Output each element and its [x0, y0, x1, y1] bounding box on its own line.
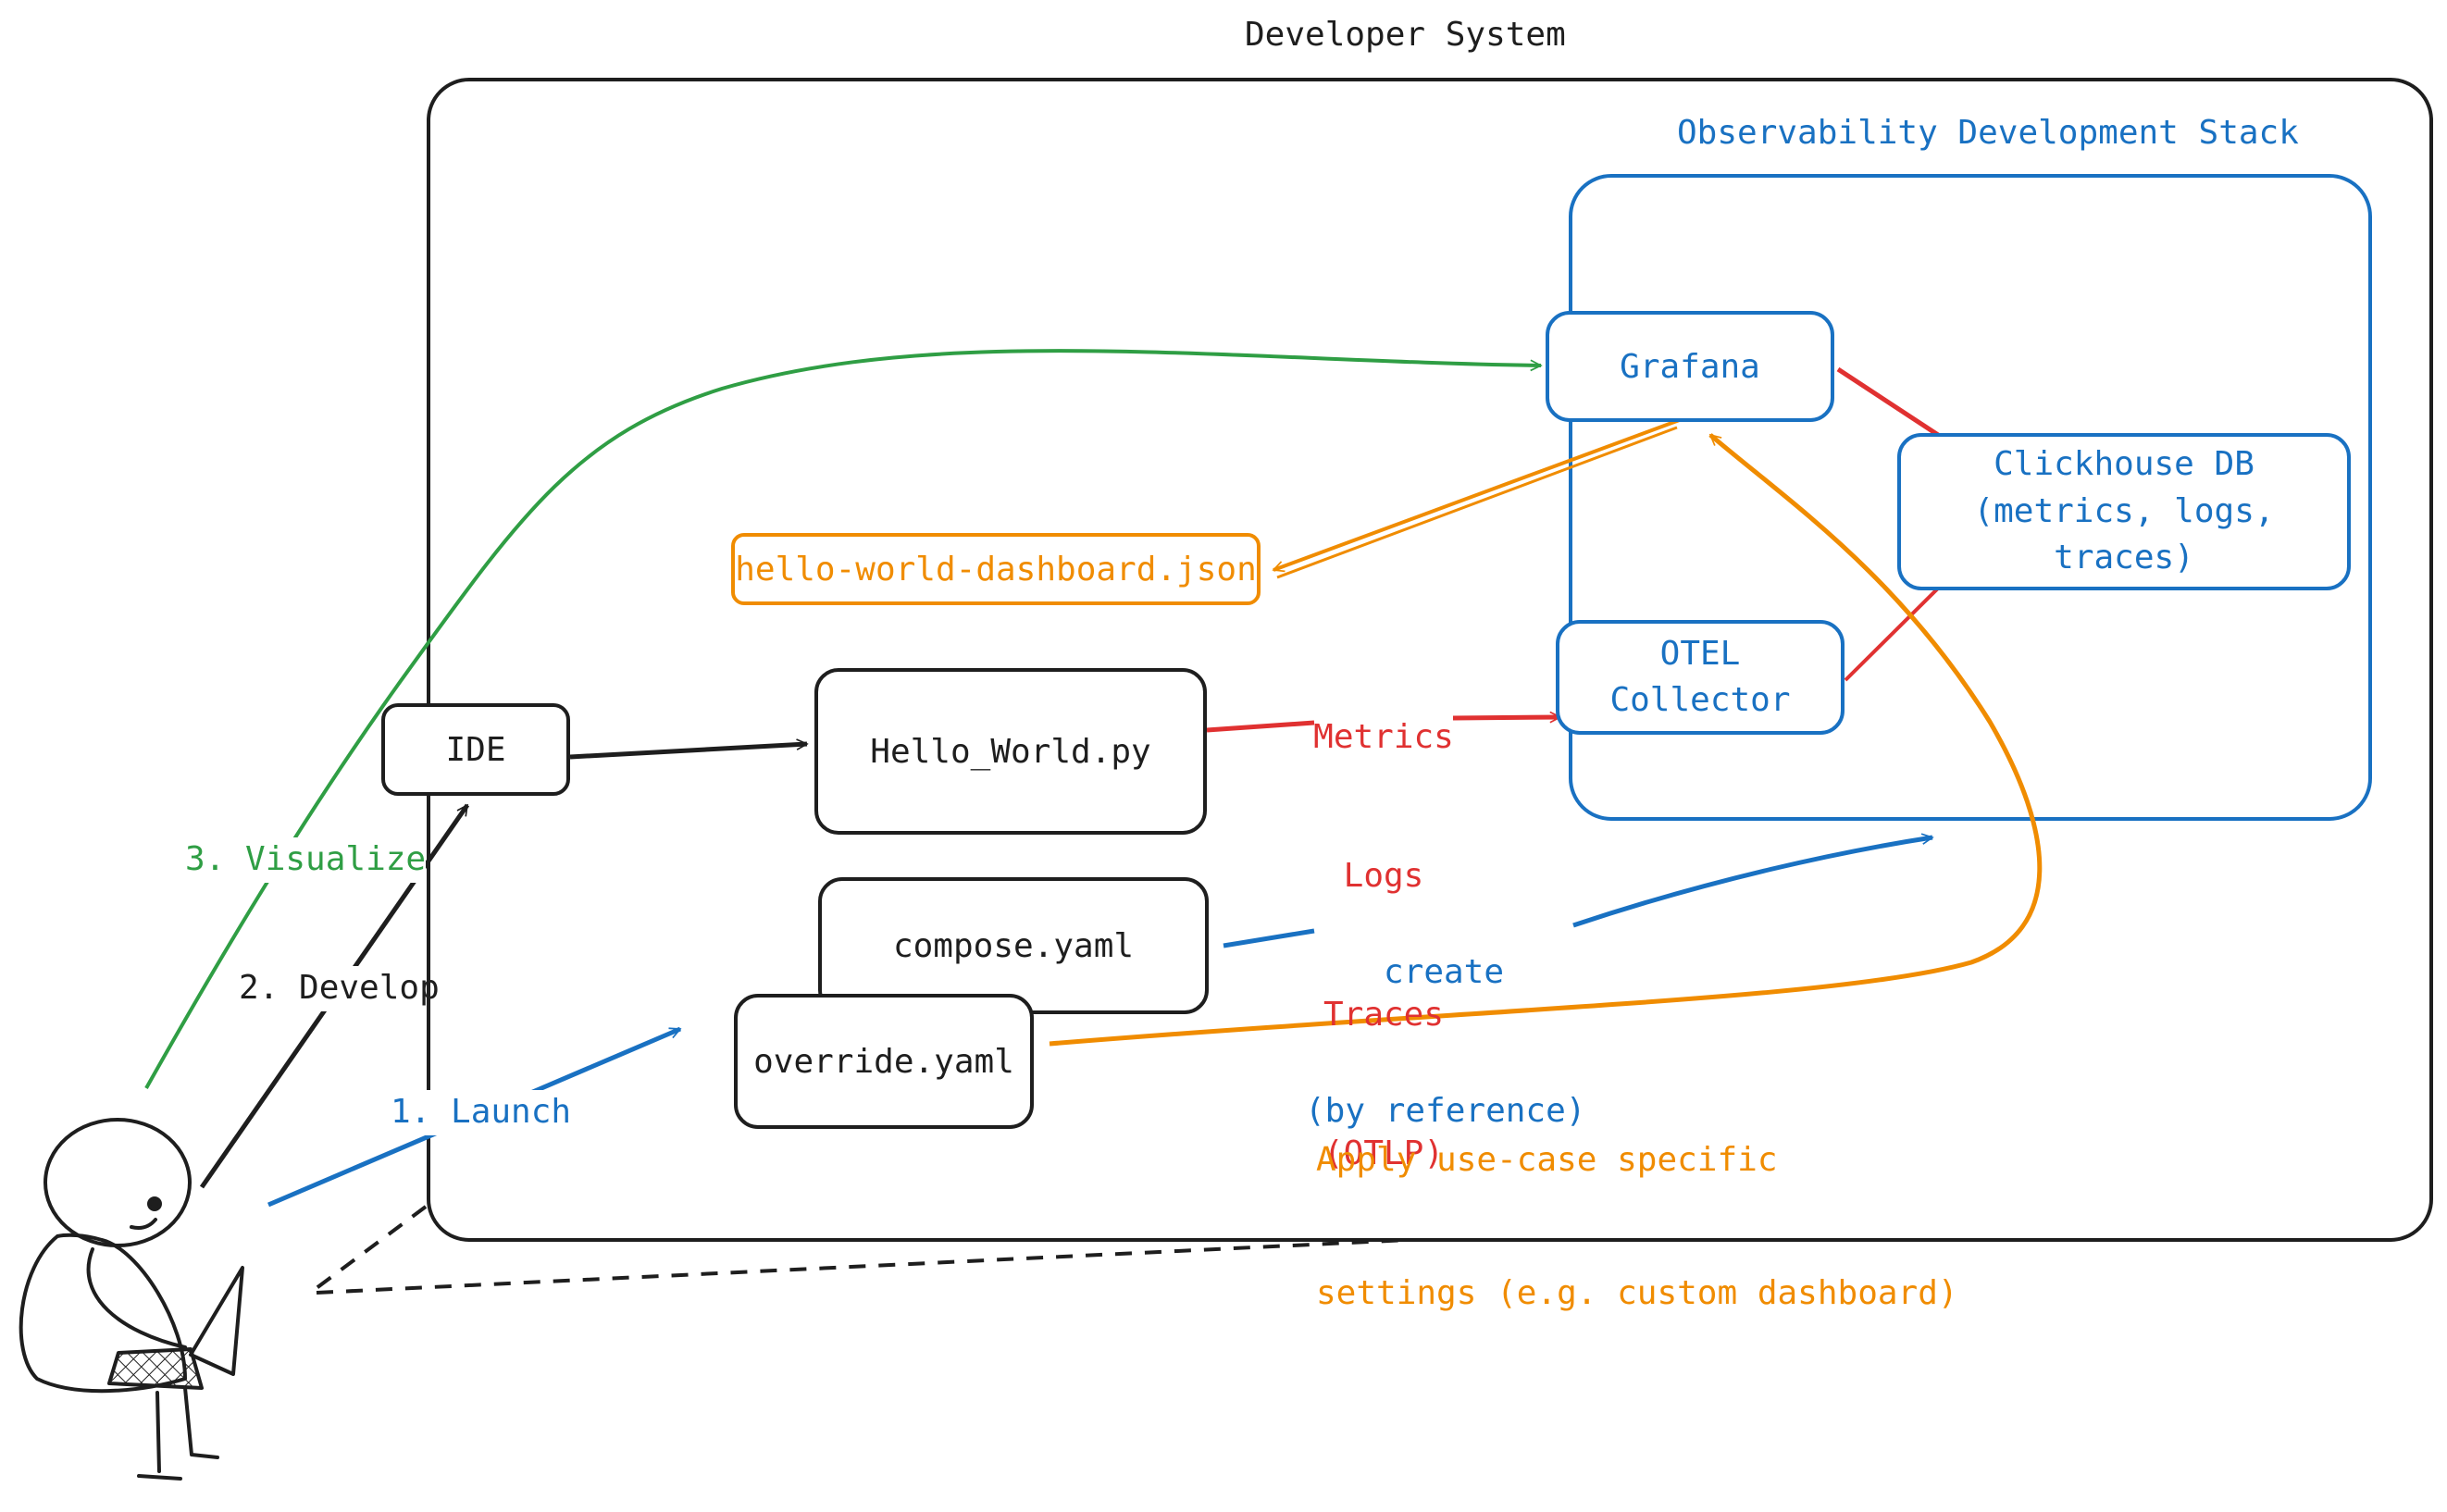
dashboard-json-label: hello-world-dashboard.json: [735, 550, 1257, 589]
developer-person-figure: [19, 1118, 244, 1481]
compose-yaml-label: compose.yaml: [892, 927, 1135, 965]
projection-dashed-line-top: [315, 1205, 428, 1290]
person-leg-right: [183, 1386, 219, 1459]
create-by-reference-label: create (by reference): [1305, 953, 1586, 1130]
ide-node[interactable]: IDE: [381, 703, 570, 796]
otel-collector-node[interactable]: OTEL Collector: [1556, 620, 1845, 735]
person-leg-left: [137, 1391, 182, 1481]
person-smile: [130, 1218, 157, 1230]
override-to-grafana-arrow: [1049, 433, 2043, 1047]
override-yaml-label: override.yaml: [753, 1042, 1014, 1081]
apply-settings-label: Apply use-case specific settings (e.g. c…: [1316, 1141, 1958, 1312]
otlp-arrow: [1206, 717, 1560, 733]
create-by-reference-arrow: [1223, 837, 1932, 948]
hello-world-node[interactable]: Hello_World.py: [814, 668, 1207, 835]
projection-dashed-line-bottom: [316, 1238, 1408, 1295]
step-visualize-label: 3. Visualize: [185, 837, 427, 883]
laptop-keyboard: [107, 1347, 204, 1390]
person-head: [43, 1118, 192, 1247]
person-arm: [86, 1247, 187, 1349]
step-launch-label: 1. Launch: [391, 1090, 572, 1135]
stack-title: Observability Development Stack: [1677, 114, 2299, 152]
otel-collector-label: OTEL Collector: [1609, 634, 1791, 719]
dashboard-json-node[interactable]: hello-world-dashboard.json: [731, 533, 1261, 605]
grafana-to-dashboard-arrow: [1273, 416, 1685, 570]
hello-world-label: Hello_World.py: [870, 732, 1151, 771]
ide-to-hello-world-arrow: [569, 744, 807, 760]
observability-stack-container: [1569, 174, 2372, 821]
clickhouse-label: Clickhouse DB (metrics, logs, traces): [1973, 445, 2275, 577]
laptop-screen: [189, 1266, 244, 1376]
grafana-to-dashboard-arrow-stroke2: [1276, 426, 1678, 579]
clickhouse-node[interactable]: Clickhouse DB (metrics, logs, traces): [1897, 433, 2351, 590]
step-develop-label: 2. Develop: [239, 966, 440, 1011]
grafana-label: Grafana: [1620, 347, 1760, 386]
person-eye: [147, 1196, 162, 1211]
override-yaml-node[interactable]: override.yaml: [734, 994, 1034, 1129]
ide-label: IDE: [445, 730, 506, 769]
otlp-signals-label: Metrics Logs Traces (OTLP): [1313, 718, 1454, 1172]
developer-system-container: [427, 78, 2433, 1242]
grafana-node[interactable]: Grafana: [1546, 311, 1834, 422]
developer-system-title: Developer System: [1245, 16, 1566, 54]
